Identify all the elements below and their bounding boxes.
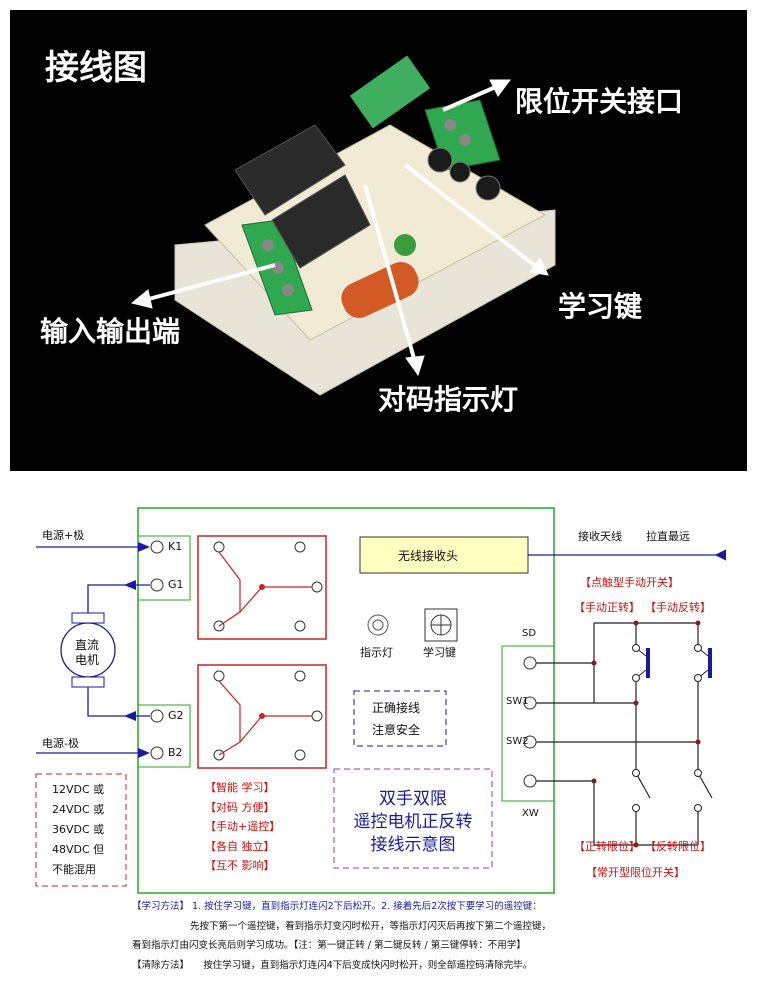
feature-item: 【各自 独立】 bbox=[205, 839, 275, 853]
limit-reverse-label: 【反转限位】 bbox=[645, 840, 711, 853]
voltage-notes: 12VDC 或 24VDC 或 36VDC 或 48VDC 但 不能混用 bbox=[52, 780, 104, 880]
safety-line2: 注意安全 bbox=[372, 723, 421, 737]
indicator-label: 指示灯 bbox=[360, 646, 393, 659]
wiring-lines bbox=[35, 507, 727, 894]
label-pairing-indicator: 对码指示灯 bbox=[378, 383, 519, 416]
limit-forward-label: 【正转限位】 bbox=[574, 840, 640, 853]
antenna-label: 接收天线 bbox=[578, 530, 622, 543]
terminal-sd: SD bbox=[522, 628, 537, 639]
terminal-sw2: SW2 bbox=[506, 736, 529, 747]
voltage-line: 不能混用 bbox=[52, 863, 96, 876]
voltage-line: 12VDC 或 bbox=[52, 783, 105, 796]
label-learn-key: 学习键 bbox=[558, 290, 643, 323]
terminal-g1: G1 bbox=[168, 578, 184, 591]
learn-key-label: 学习键 bbox=[423, 646, 456, 659]
instruction-line: 【学习方法】 1. 按住学习键，直到指示灯连闪2下后松开。2. 接着先后2次按下… bbox=[132, 901, 542, 912]
instruction-line: 先按下第一个遥控键，看到指示灯变闪时松开，等指示灯闪灭后再按下第二个遥控键， bbox=[190, 921, 552, 932]
feature-item: 【手动+遥控】 bbox=[205, 820, 281, 833]
terminal-g2: G2 bbox=[168, 709, 184, 722]
manual-reverse-label: 【手动反转】 bbox=[645, 601, 711, 614]
instruction-line: 【清除方法】 按住学习键，直到指示灯连闪4下后变成快闪时松开，则全部遥控码清除完… bbox=[132, 960, 533, 971]
title-line: 遥控电机正反转 bbox=[353, 812, 473, 832]
voltage-line: 36VDC 或 bbox=[52, 823, 105, 836]
terminal-k1: K1 bbox=[168, 540, 183, 553]
photo-title: 接线图 bbox=[45, 48, 147, 88]
terminal-sw1: SW1 bbox=[506, 696, 529, 707]
motor-label-line1: 直流 bbox=[75, 638, 100, 652]
feature-item: 【对码 方便】 bbox=[205, 800, 275, 814]
label-io-terminal: 输入输出端 bbox=[40, 315, 181, 348]
wiring-diagram: 电源+极 电源-极 K1 G1 G2 B2 直流 电机 12VDC 或 24VD… bbox=[0, 480, 757, 1003]
instruction-line: 看到指示灯由闪变长亮后则学习成功。【注：第一键正转 / 第二键反转 / 第三键停… bbox=[132, 940, 526, 951]
power-negative-label: 电源-极 bbox=[42, 737, 79, 750]
manual-forward-label: 【手动正转】 bbox=[574, 601, 640, 614]
limit-switch-type: 【常开型限位开关】 bbox=[586, 866, 685, 879]
power-positive-label: 电源+极 bbox=[42, 529, 85, 542]
pcb-board-illustration bbox=[130, 55, 556, 396]
title-line: 双手双限 bbox=[379, 789, 447, 809]
title-line: 接线示意图 bbox=[370, 835, 456, 855]
receiver-label: 无线接收头 bbox=[398, 549, 459, 563]
voltage-line: 48VDC 但 bbox=[52, 843, 105, 856]
safety-line1: 正确接线 bbox=[372, 701, 421, 715]
voltage-line: 24VDC 或 bbox=[52, 803, 105, 816]
feature-item: 【智能 学习】 bbox=[205, 781, 275, 794]
manual-switch-type: 【点触型手动开关】 bbox=[580, 576, 679, 589]
terminal-xw: XW bbox=[522, 808, 539, 819]
feature-item: 【互不 影响】 bbox=[205, 859, 275, 872]
product-photo: 接线图 限位开关接口 输入输出端 学习键 对码指示灯 bbox=[10, 10, 747, 471]
label-limit-switch-port: 限位开关接口 bbox=[515, 85, 684, 118]
feature-list: 【智能 学习】 【对码 方便】 【手动+遥控】 【各自 独立】 【互不 影响】 bbox=[205, 778, 280, 876]
antenna-note: 拉直最远 bbox=[646, 530, 690, 543]
motor-label-line2: 电机 bbox=[75, 653, 100, 667]
diagram-title: 双手双限 遥控电机正反转 接线示意图 bbox=[334, 788, 492, 857]
terminal-b2: B2 bbox=[168, 746, 183, 759]
